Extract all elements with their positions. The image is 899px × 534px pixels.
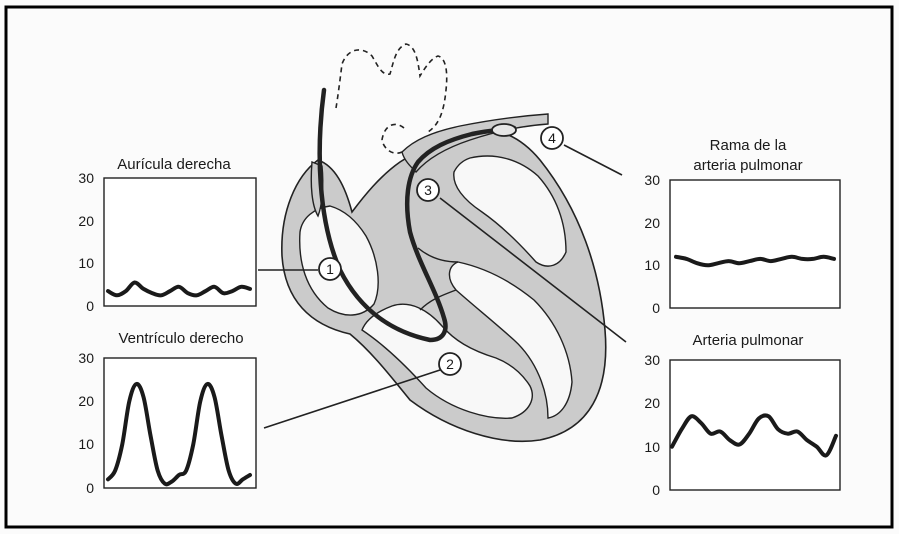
y-tick-0: 0: [652, 300, 660, 316]
panel-pulmonary-artery: Arteria pulmonar 30 20 10 0: [644, 332, 840, 498]
y-tick-10: 10: [78, 436, 94, 452]
heart-illustration: [282, 44, 606, 441]
marker-3: 3: [417, 179, 439, 201]
y-tick-30: 30: [644, 172, 660, 188]
marker-2: 2: [439, 353, 461, 375]
leader-line-4: [564, 145, 622, 175]
plot-frame: [670, 180, 840, 308]
y-tick-20: 20: [644, 395, 660, 411]
y-tick-0: 0: [86, 480, 94, 496]
marker-label: 3: [424, 182, 432, 198]
marker-4: 4: [541, 127, 563, 149]
y-tick-20: 20: [644, 215, 660, 231]
panel-pulmonary-artery-branch: Rama de la arteria pulmonar 30 20 10 0: [644, 137, 840, 316]
y-tick-0: 0: [86, 298, 94, 314]
y-tick-30: 30: [78, 170, 94, 186]
y-tick-20: 20: [78, 213, 94, 229]
panel-title: Rama de la: [710, 137, 787, 154]
marker-1: 1: [319, 258, 341, 280]
marker-label: 4: [548, 130, 556, 146]
panel-title: Arteria pulmonar: [693, 332, 804, 349]
panel-right-ventricle: Ventrículo derecho 30 20 10 0: [78, 330, 256, 496]
y-tick-30: 30: [644, 352, 660, 368]
catheter-balloon: [492, 124, 516, 136]
marker-label: 2: [446, 356, 454, 372]
panel-right-atrium: Aurícula derecha 30 20 10 0: [78, 156, 256, 314]
panel-title-line2: arteria pulmonar: [693, 157, 802, 174]
y-tick-10: 10: [644, 439, 660, 455]
marker-label: 1: [326, 261, 334, 277]
y-tick-10: 10: [78, 255, 94, 271]
panel-title: Ventrículo derecho: [118, 330, 243, 347]
y-tick-20: 20: [78, 393, 94, 409]
y-tick-30: 30: [78, 350, 94, 366]
panel-title: Aurícula derecha: [117, 156, 231, 173]
y-tick-10: 10: [644, 257, 660, 273]
y-tick-0: 0: [652, 482, 660, 498]
